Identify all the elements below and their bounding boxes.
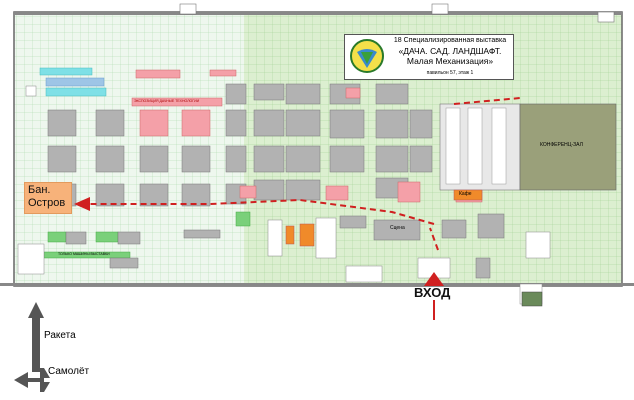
bath-island-box: Бан. Остров: [24, 182, 72, 214]
title-line-3: Малая Механизация»: [406, 56, 494, 66]
plane-label: Самолёт: [48, 366, 90, 377]
conference-hall: [439, 103, 617, 191]
rocket-arrow-icon: [28, 302, 44, 372]
conference-label: КОНФЕРЕНЦ-ЗАЛ: [540, 142, 583, 148]
stage-label: Сцена: [390, 225, 405, 231]
parking-label: ТОЛЬКО МАШИНЫ ВЫСТАВКИ: [58, 252, 110, 256]
exhibition-logo-icon: [350, 39, 384, 73]
dacha-zone-label: ЭКСПОЗИЦИЯ ДАЧНЫЕ ТЕХНОЛОГИИ: [134, 99, 200, 103]
booths-pink: [131, 97, 223, 137]
title-line-1: 18 Специализированная выставка: [393, 37, 507, 44]
plane-icon: [14, 368, 50, 392]
entrance-arrow-icon: [424, 272, 444, 320]
title-line-4: павильон 57, этаж 1: [426, 70, 474, 76]
rocket-label: Ракета: [44, 330, 76, 341]
top-strips: [25, 67, 237, 97]
booths-center-right: [329, 83, 505, 241]
booths-lower: [65, 215, 491, 279]
route-arrow-icon: [74, 97, 521, 251]
top-vents: [179, 3, 615, 23]
entrance-label: ВХОД: [414, 285, 451, 300]
cafe-booth: [453, 189, 483, 201]
title-line-2: «ДАЧА. САД. ЛАНДШАФТ.: [398, 46, 502, 56]
booths-orange: [285, 223, 315, 247]
bath-island-label: Бан. Остров: [28, 184, 66, 209]
booths-center-left: [139, 83, 321, 207]
photo-thumbnail-icon: [521, 291, 543, 307]
exhibition-title-card: 18 Специализированная выставка «ДАЧА. СА…: [344, 34, 514, 80]
cafe-label: Кафе: [459, 191, 472, 197]
booths-green: [43, 211, 251, 259]
